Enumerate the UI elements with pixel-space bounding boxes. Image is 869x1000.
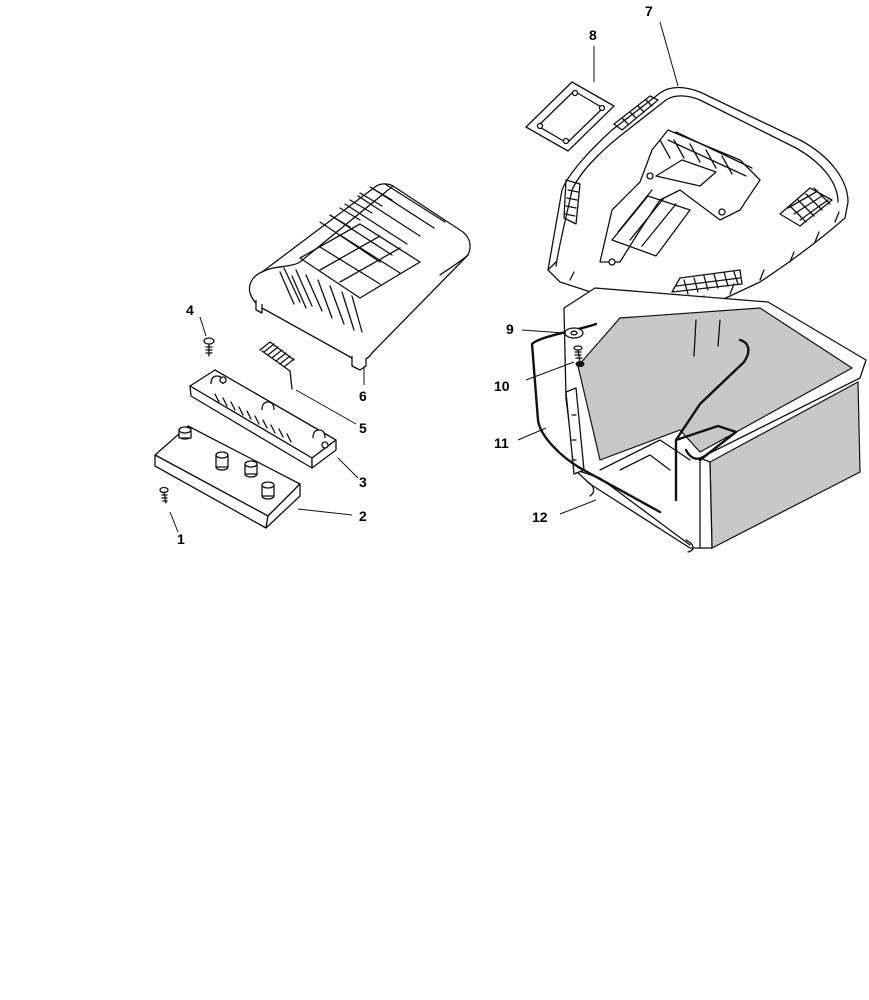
- part-5-spring: [259, 341, 295, 390]
- callout-11: 11: [494, 435, 509, 451]
- callout-9: 9: [506, 321, 514, 337]
- callout-6: 6: [359, 388, 367, 404]
- callout-1: 1: [177, 531, 185, 547]
- callout-2: 2: [359, 508, 367, 524]
- callout-12: 12: [532, 509, 548, 525]
- part-2-base-block: [154, 425, 301, 529]
- part-10-bolt: [573, 345, 585, 367]
- callout-8: 8: [589, 27, 597, 43]
- callout-7: 7: [645, 3, 653, 19]
- part-1-screw: [159, 486, 169, 504]
- callout-10: 10: [494, 378, 510, 394]
- callout-4: 4: [186, 302, 194, 318]
- callout-3: 3: [359, 474, 367, 490]
- part-3-hinge-plate: [189, 369, 337, 469]
- callout-5: 5: [359, 420, 367, 436]
- callout-labels: 1 2 3 4 5 6 7 8 9 10 11 12: [177, 3, 653, 547]
- part-8-access-plate: [525, 81, 615, 152]
- part-12-bag-body: [563, 287, 867, 553]
- leader-lines: [169, 21, 679, 533]
- part-4-screw: [203, 337, 215, 357]
- part-7-bag-top: [547, 86, 849, 346]
- part-9-washer: [564, 327, 584, 339]
- part-6-rear-flap: [248, 183, 471, 371]
